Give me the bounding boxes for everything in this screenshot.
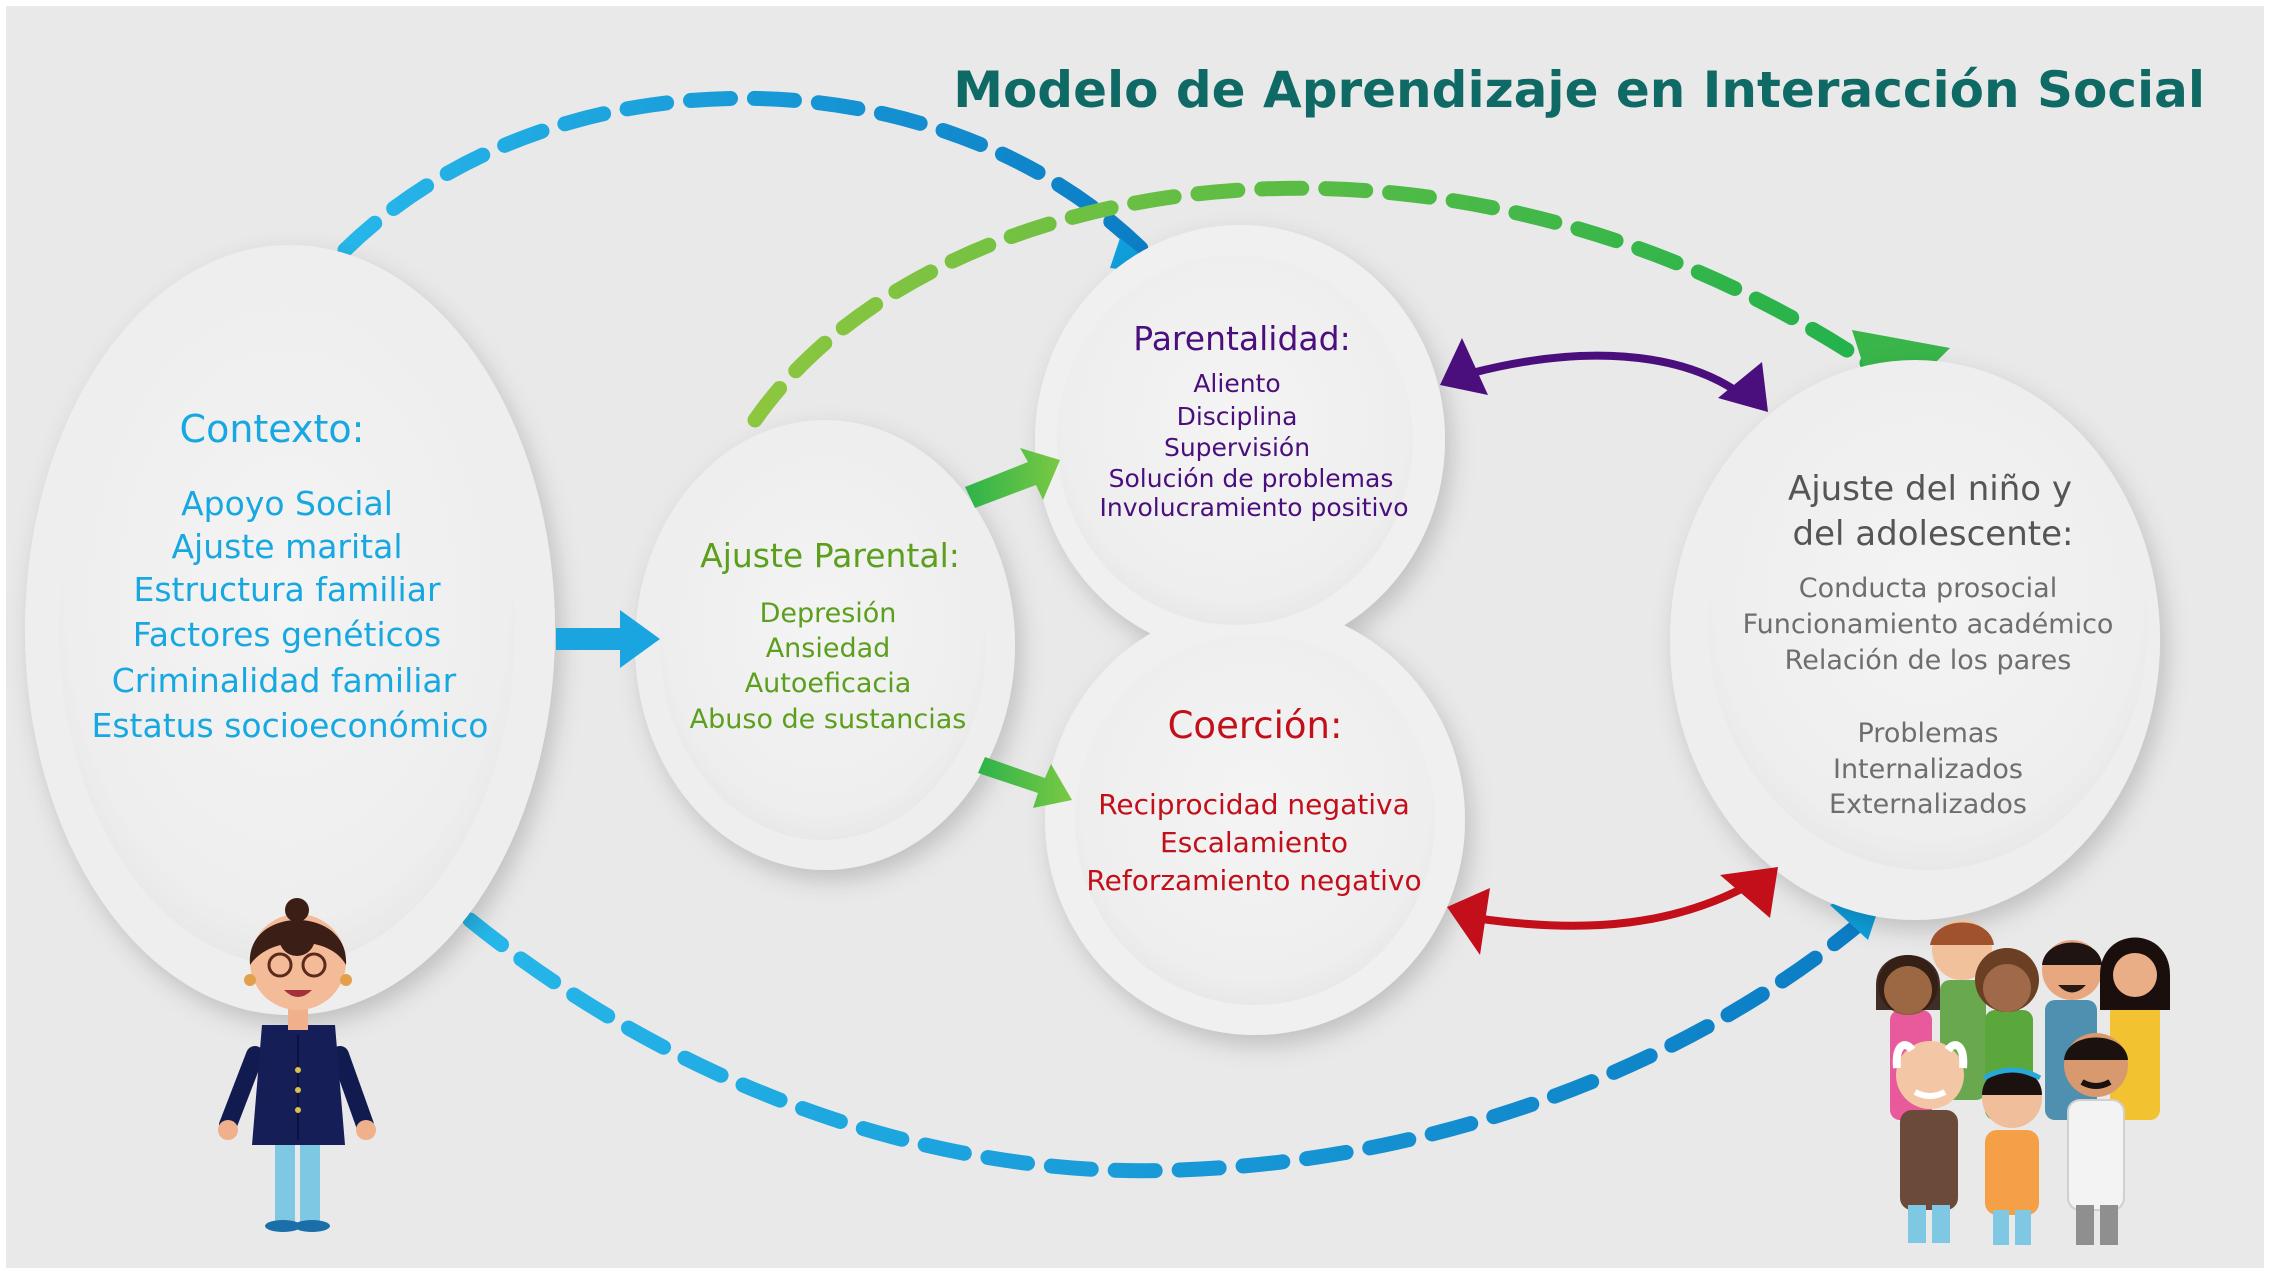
- parentalidad-item: Solución de problemas: [1109, 464, 1394, 493]
- contexto-item: Criminalidad familiar: [112, 661, 457, 700]
- parentalidad-text: Parentalidad: Aliento Disciplina Supervi…: [1100, 319, 1409, 522]
- dashed-arrow-contexto-to-parentalidad: [337, 90, 1168, 276]
- red-arrowhead-right: [1720, 867, 1778, 918]
- bidirectional-arrow-parentalidad-nino: [1470, 351, 1745, 399]
- woman-figure: [218, 898, 376, 1232]
- arrow-ajuste-to-parentalidad: [965, 448, 1060, 508]
- coercion-text: Coerción: Reciprocidad negativa Escalami…: [1086, 704, 1421, 897]
- coercion-heading: Coerción:: [1168, 704, 1343, 747]
- ajuste-nino-item: Problemas: [1858, 718, 1999, 749]
- contexto-item: Factores genéticos: [133, 615, 441, 654]
- ajuste-nino-item: Conducta prosocial: [1799, 573, 2057, 604]
- family-group: [1876, 920, 2170, 1245]
- coercion-inner: [1075, 635, 1435, 1005]
- contexto-inner-bubble: [59, 295, 515, 965]
- red-arrowhead-left: [1447, 888, 1490, 955]
- arrow-ajuste-to-coercion: [978, 757, 1072, 808]
- contexto-heading: Contexto:: [180, 407, 365, 451]
- purple-arrowhead-right: [1718, 362, 1768, 412]
- coercion-item: Escalamiento: [1160, 826, 1348, 859]
- purple-arrowhead-left: [1440, 338, 1488, 395]
- contexto-item: Apoyo Social: [181, 484, 393, 523]
- ajuste-parental-item: Ansiedad: [766, 633, 891, 664]
- ajuste-nino-text: Ajuste del niño y del adolescente: Condu…: [1743, 469, 2114, 820]
- parentalidad-item: Supervisión: [1164, 433, 1310, 462]
- parentalidad-item: Aliento: [1193, 369, 1280, 398]
- parentalidad-heading: Parentalidad:: [1133, 319, 1350, 358]
- contexto-item: Estatus socioeconómico: [91, 706, 488, 745]
- ajuste-nino-heading: Ajuste del niño y: [1788, 469, 2072, 509]
- contexto-text: Contexto: Apoyo Social Ajuste marital Es…: [91, 407, 488, 745]
- ajuste-parental-item: Abuso de sustancias: [690, 704, 967, 735]
- coercion-item: Reciprocidad negativa: [1098, 788, 1410, 821]
- ajuste-parental-inner: [660, 450, 986, 840]
- parentalidad-item: Disciplina: [1177, 402, 1298, 431]
- ajuste-parental-text: Ajuste Parental: Depresión Ansiedad Auto…: [690, 536, 967, 735]
- dashed-arrow-ajuste-to-nino: [747, 180, 1878, 428]
- arrow-contexto-to-ajuste: [556, 610, 660, 668]
- ajuste-nino-item: Relación de los pares: [1785, 645, 2072, 676]
- ajuste-nino-inner: [1708, 380, 2148, 870]
- ajuste-nino-item: Internalizados: [1833, 754, 2023, 785]
- ajuste-nino-item: Funcionamiento académico: [1743, 609, 2114, 640]
- parentalidad-inner: [1057, 255, 1413, 625]
- coercion-item: Reforzamiento negativo: [1086, 864, 1421, 897]
- ajuste-nino-heading: del adolescente:: [1793, 514, 2074, 554]
- bidirectional-arrow-coercion-nino: [1474, 876, 1760, 930]
- ajuste-parental-item: Depresión: [760, 598, 897, 629]
- contexto-item: Ajuste marital: [171, 527, 402, 566]
- contexto-item: Estructura familiar: [133, 570, 440, 609]
- dashed-arrow-contexto-to-nino: [462, 907, 1878, 1179]
- parentalidad-item: Involucramiento positivo: [1100, 493, 1409, 522]
- ajuste-nino-item: Externalizados: [1829, 789, 2027, 820]
- diagram-title: Modelo de Aprendizaje en Interacción Soc…: [953, 61, 2205, 119]
- ajuste-parental-heading: Ajuste Parental:: [700, 536, 960, 575]
- ajuste-parental-item: Autoeficacia: [745, 668, 912, 699]
